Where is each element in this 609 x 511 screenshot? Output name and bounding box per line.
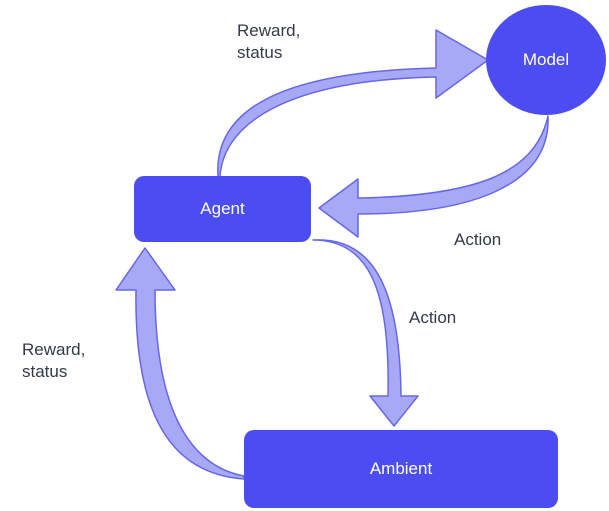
model-node-label: Model [522, 50, 570, 69]
edge-label-agent-to-model: Reward, status [237, 21, 301, 62]
edge-label-ambient-to-agent: Reward, status [22, 340, 86, 381]
arrow-model-to-agent [318, 115, 549, 238]
edge-label-agent-to-ambient: Action [409, 308, 457, 327]
agent-node-label: Agent [200, 199, 245, 218]
edge-label-model-to-agent: Action [454, 230, 502, 249]
arrow-ambient-to-agent [115, 247, 245, 480]
ambient-node-label: Ambient [369, 459, 433, 478]
arrow-agent-to-ambient [312, 239, 419, 427]
agent-node: Agent [134, 176, 311, 242]
ambient-node: Ambient [244, 430, 558, 508]
model-node: Model [486, 5, 606, 115]
